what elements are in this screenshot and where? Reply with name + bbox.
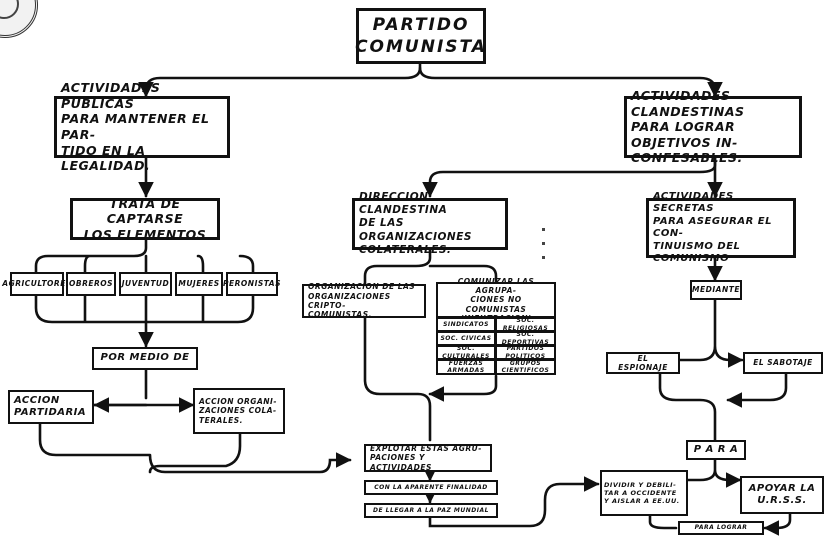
node-dividir-debilitar: DIVIDIR Y DEBILI- TAR A OCCIDENTE Y AISL… bbox=[600, 470, 688, 516]
node-peronistas: PERONISTAS bbox=[223, 272, 281, 296]
node-fuerzas-armadas: FUERZAS ARMADAS bbox=[436, 359, 496, 375]
arrow-pormedio-acciones bbox=[90, 368, 193, 405]
arrow-split-para bbox=[658, 372, 788, 442]
node-apoyar-urss: APOYAR LA U.R.S.S. bbox=[740, 476, 824, 514]
node-organizacion-cripto: ORGANIZACION DE LAS ORGANIZACIONES CRIPT… bbox=[302, 282, 426, 319]
arrow-acciones-explotar bbox=[38, 422, 350, 472]
stray-mark bbox=[542, 242, 545, 245]
node-aparente-finalidad: CON LA APARENTE FINALIDAD bbox=[364, 480, 498, 495]
node-explotar: EXPLOTAR ESTAS AGRU- PACIONES Y ACTIVIDA… bbox=[364, 444, 492, 472]
arrow-partido-clandestinas bbox=[418, 66, 723, 98]
node-juventud: JUVENTUD bbox=[119, 272, 172, 296]
arrow-direccion-sub bbox=[363, 248, 498, 286]
node-trata-captarse: TRATA DE CAPTARSE LOS ELEMENTOS bbox=[70, 196, 220, 242]
node-actividades-secretas: ACTIVIDADES SECRETAS PARA ASEGURAR EL CO… bbox=[646, 191, 796, 264]
arrow-trata-groups bbox=[34, 238, 255, 274]
arrow-groups-pormedio bbox=[34, 294, 255, 346]
node-direccion-clandestina: DIRECCION CLANDESTINA DE LAS ORGANIZACIO… bbox=[352, 191, 508, 256]
node-accion-organizaciones: ACCION ORGANI- ZACIONES COLA- TERALES. bbox=[193, 388, 285, 434]
node-partidos-politicos: PARTIDOS POLITICOS bbox=[495, 345, 556, 360]
node-espionaje: EL ESPIONAJE bbox=[606, 352, 680, 374]
stray-mark bbox=[542, 256, 545, 259]
node-para-lograr: PARA LOGRAR bbox=[678, 521, 764, 535]
stray-mark bbox=[542, 228, 545, 231]
node-sabotaje: EL SABOTAJE bbox=[743, 352, 823, 374]
node-soc-religiosas: SOC. RELIGIOSAS bbox=[495, 317, 556, 332]
node-accion-partidaria: ACCION PARTIDARIA bbox=[8, 390, 94, 424]
node-soc-civicas: SOC. CIVICAS bbox=[436, 331, 496, 346]
arrow-sub-explotar bbox=[363, 316, 498, 442]
node-llegar-paz: DE LLEGAR A LA PAZ MUNDIAL bbox=[364, 503, 498, 518]
node-partido: PARTIDO COMUNISTA bbox=[355, 8, 486, 64]
node-mediante: MEDIANTE bbox=[690, 280, 742, 300]
node-soc-culturales: SOC. CULTURALES bbox=[436, 345, 496, 360]
arrow-partido-publicas bbox=[138, 60, 422, 98]
node-sindicatos: SINDICATOS bbox=[436, 317, 496, 332]
node-comunizar-agrupaciones: COMUNIZAR LAS AGRUPA- CIONES NO COMUNIST… bbox=[436, 277, 556, 323]
node-por-medio-de: POR MEDIO DE bbox=[92, 347, 198, 370]
node-para: P A R A bbox=[686, 440, 746, 460]
node-agricultores: AGRICULTORES bbox=[2, 272, 71, 296]
node-actividades-publicas: ACTIVIDADES PUBLICAS PARA MANTENER EL PA… bbox=[54, 80, 230, 173]
node-mujeres: MUJERES bbox=[175, 272, 223, 296]
arrow-para-dividir bbox=[686, 458, 740, 480]
node-actividades-clandestinas: ACTIVIDADES CLANDESTINAS PARA LOGRAR OBJ… bbox=[624, 88, 802, 165]
node-soc-deportivas: SOC. DEPORTIVAS bbox=[495, 331, 556, 346]
arrow-mediante-split bbox=[678, 298, 742, 360]
arrow-llegar-dividir bbox=[428, 476, 600, 528]
node-grupos-cientificos: GRUPOS CIENTIFICOS bbox=[495, 359, 556, 375]
arrow-dividir-lograr bbox=[648, 514, 792, 528]
node-obreros: OBREROS bbox=[66, 272, 116, 296]
